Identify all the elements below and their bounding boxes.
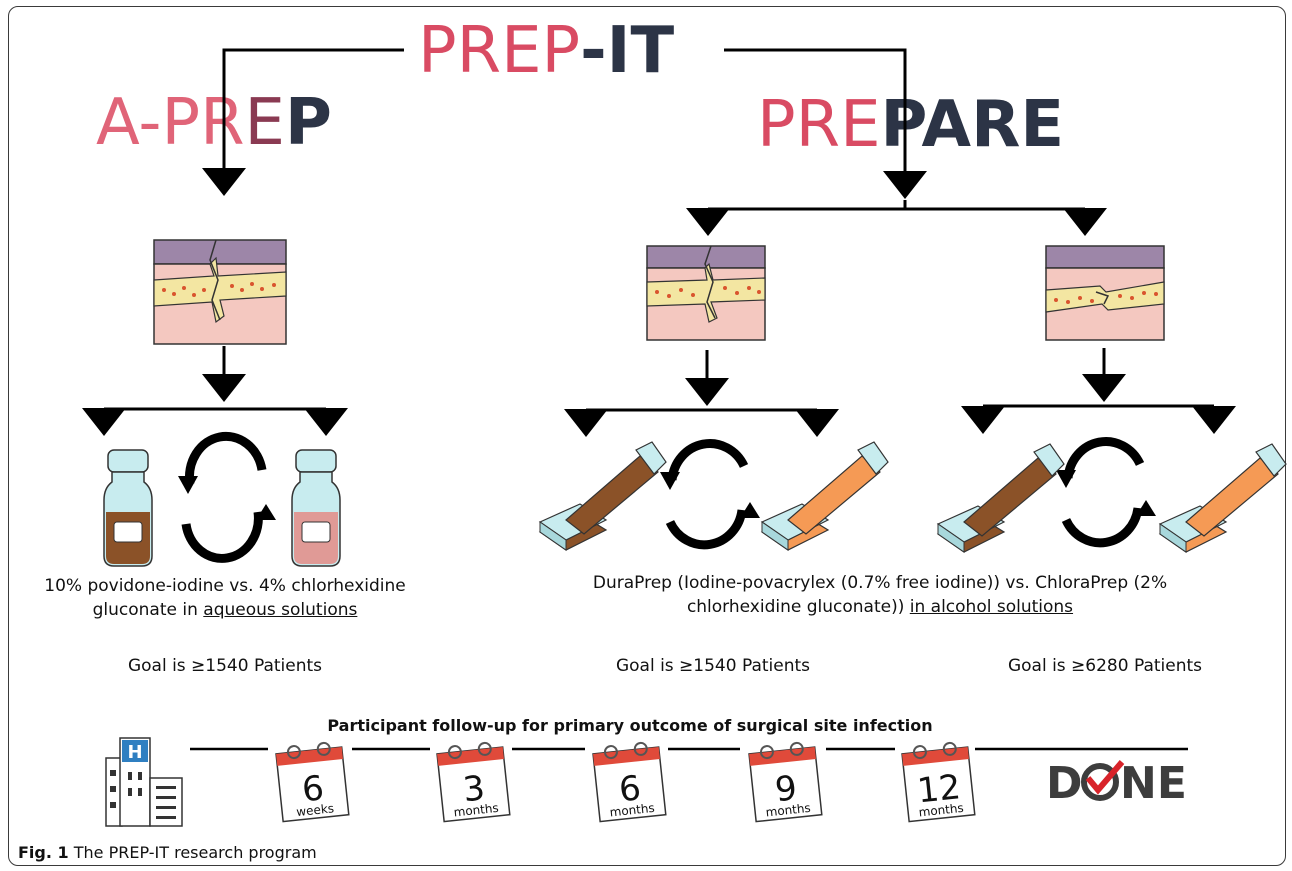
povidone-iodine-bottle-icon: [103, 449, 153, 567]
arrow-down: [686, 208, 730, 236]
followup-title: Participant follow-up for primary outcom…: [327, 716, 933, 735]
calendar-number: 6: [300, 768, 326, 810]
calendar-number: 9: [773, 768, 799, 810]
arrow-down: [883, 171, 927, 199]
duraprep-applicator-icon: [538, 441, 667, 551]
done-o-ring: [1081, 763, 1119, 801]
arrow-down: [1082, 374, 1126, 402]
svg-text:NE: NE: [1120, 758, 1187, 809]
duraprep-applicator-icon: [936, 443, 1065, 553]
chloraprep-applicator-icon: [1158, 443, 1287, 553]
arrow-down: [82, 408, 126, 436]
arrow-down: [1063, 208, 1107, 236]
arrow-down: [202, 374, 246, 402]
study-title-a-prep: A-PREP: [96, 86, 332, 160]
svg-text:H: H: [127, 742, 142, 763]
fracture-illustration-prepare-2: [1045, 245, 1165, 341]
program-title: PREP-IT: [418, 14, 674, 88]
chloraprep-applicator-icon: [760, 441, 889, 551]
crossover-cycle-icon: [665, 439, 749, 550]
calendar-unit: months: [453, 801, 499, 820]
calendar-number: 3: [461, 768, 487, 810]
top-connectors: [222, 48, 1085, 211]
mid-connectors: [104, 346, 1214, 412]
arrow-down: [304, 408, 348, 436]
arrow-down: [795, 409, 839, 437]
arrow-down: [1192, 406, 1236, 434]
arrow-down: [685, 378, 729, 406]
calendar-number: 6: [617, 768, 643, 810]
calendar-unit: months: [918, 801, 964, 820]
hospital-icon: H: [105, 737, 183, 827]
arrow-down: [202, 168, 246, 196]
goal-prepare-2: Goal is ≥6280 Patients: [1007, 656, 1203, 676]
figure-caption: Fig. 1 The PREP-IT research program: [18, 843, 317, 862]
fracture-illustration-prepare-1: [646, 245, 766, 341]
study-title-prepare: PREPARE: [757, 88, 1064, 162]
description-prepare: DuraPrep (Iodine-povacrylex (0.7% free i…: [592, 573, 1168, 617]
svg-text:D: D: [1046, 758, 1083, 809]
fracture-illustration-a-prep: [153, 239, 287, 345]
check-icon: [1085, 760, 1125, 795]
calendar-unit: weeks: [296, 801, 335, 819]
description-a-prep: 10% povidone-iodine vs. 4% chlorhexidine…: [44, 576, 406, 620]
goal-prepare-1: Goal is ≥1540 Patients: [615, 656, 811, 676]
chlorhexidine-bottle-icon: [291, 449, 341, 567]
crossover-cycle-icon: [1061, 437, 1145, 548]
calendar-number: 12: [915, 767, 962, 811]
arrow-down: [961, 406, 1005, 434]
arrow-down: [564, 409, 608, 437]
calendar-unit: months: [765, 801, 811, 820]
goal-a-prep: Goal is ≥1540 Patients: [127, 656, 323, 676]
done-logo: D NE: [1046, 758, 1187, 809]
calendar-unit: months: [609, 801, 655, 820]
crossover-cycle-icon: [181, 431, 267, 563]
